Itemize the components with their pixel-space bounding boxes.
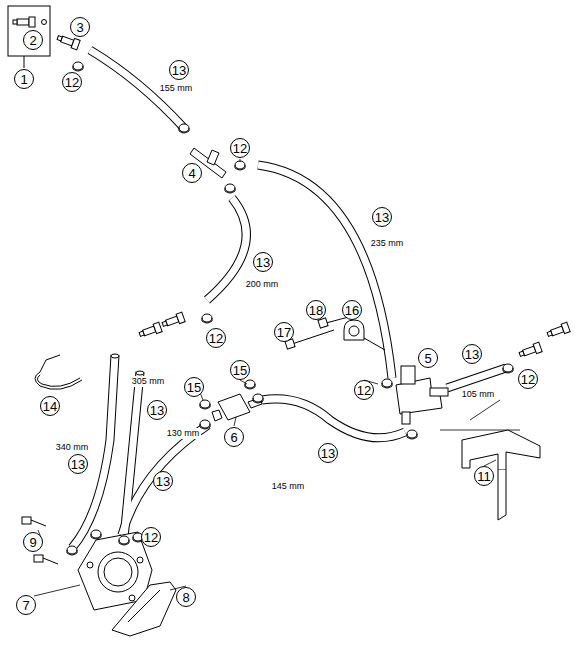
callout-number: 2 [23,30,43,50]
callout-number: 13 [147,400,167,420]
callout-number: 18 [306,300,326,320]
callout-number: 9 [23,532,43,552]
callout-number: 13 [318,443,338,463]
callout-number: 3 [70,17,90,37]
callout-number: 8 [176,587,196,607]
callout-number: 6 [224,427,244,447]
dimension-label: 235 mm [369,238,406,249]
callout-number: 13 [462,344,482,364]
dimension-label: 340 mm [54,442,91,453]
callout-number: 13 [68,454,88,474]
callout-number: 12 [141,527,161,547]
callout-number: 7 [16,595,36,615]
callout-number: 12 [518,369,538,389]
dimension-label: 130 mm [165,428,202,439]
callout-number: 12 [62,72,82,92]
callout-number: 5 [418,348,438,368]
callout-number: 13 [169,60,189,80]
callout-number: 13 [372,207,392,227]
dimension-label: 155 mm [158,83,195,94]
callout-number: 17 [274,322,294,342]
dimension-label: 145 mm [270,481,307,492]
callout-number: 16 [342,300,362,320]
callout-number: 1 [14,69,34,89]
callout-number: 14 [40,396,60,416]
dimension-label: 305 mm [130,376,167,387]
callout-number: 15 [230,360,250,380]
callout-number: 13 [253,252,273,272]
callout-number: 12 [230,138,250,158]
dimension-label: 105 mm [460,389,497,400]
callout-number: 4 [182,163,202,183]
dimension-label: 200 mm [244,279,281,290]
callout-number: 11 [474,466,494,486]
callout-number: 15 [184,377,204,397]
callout-number: 12 [206,328,226,348]
callout-number: 12 [354,380,374,400]
callout-number: 13 [153,471,173,491]
